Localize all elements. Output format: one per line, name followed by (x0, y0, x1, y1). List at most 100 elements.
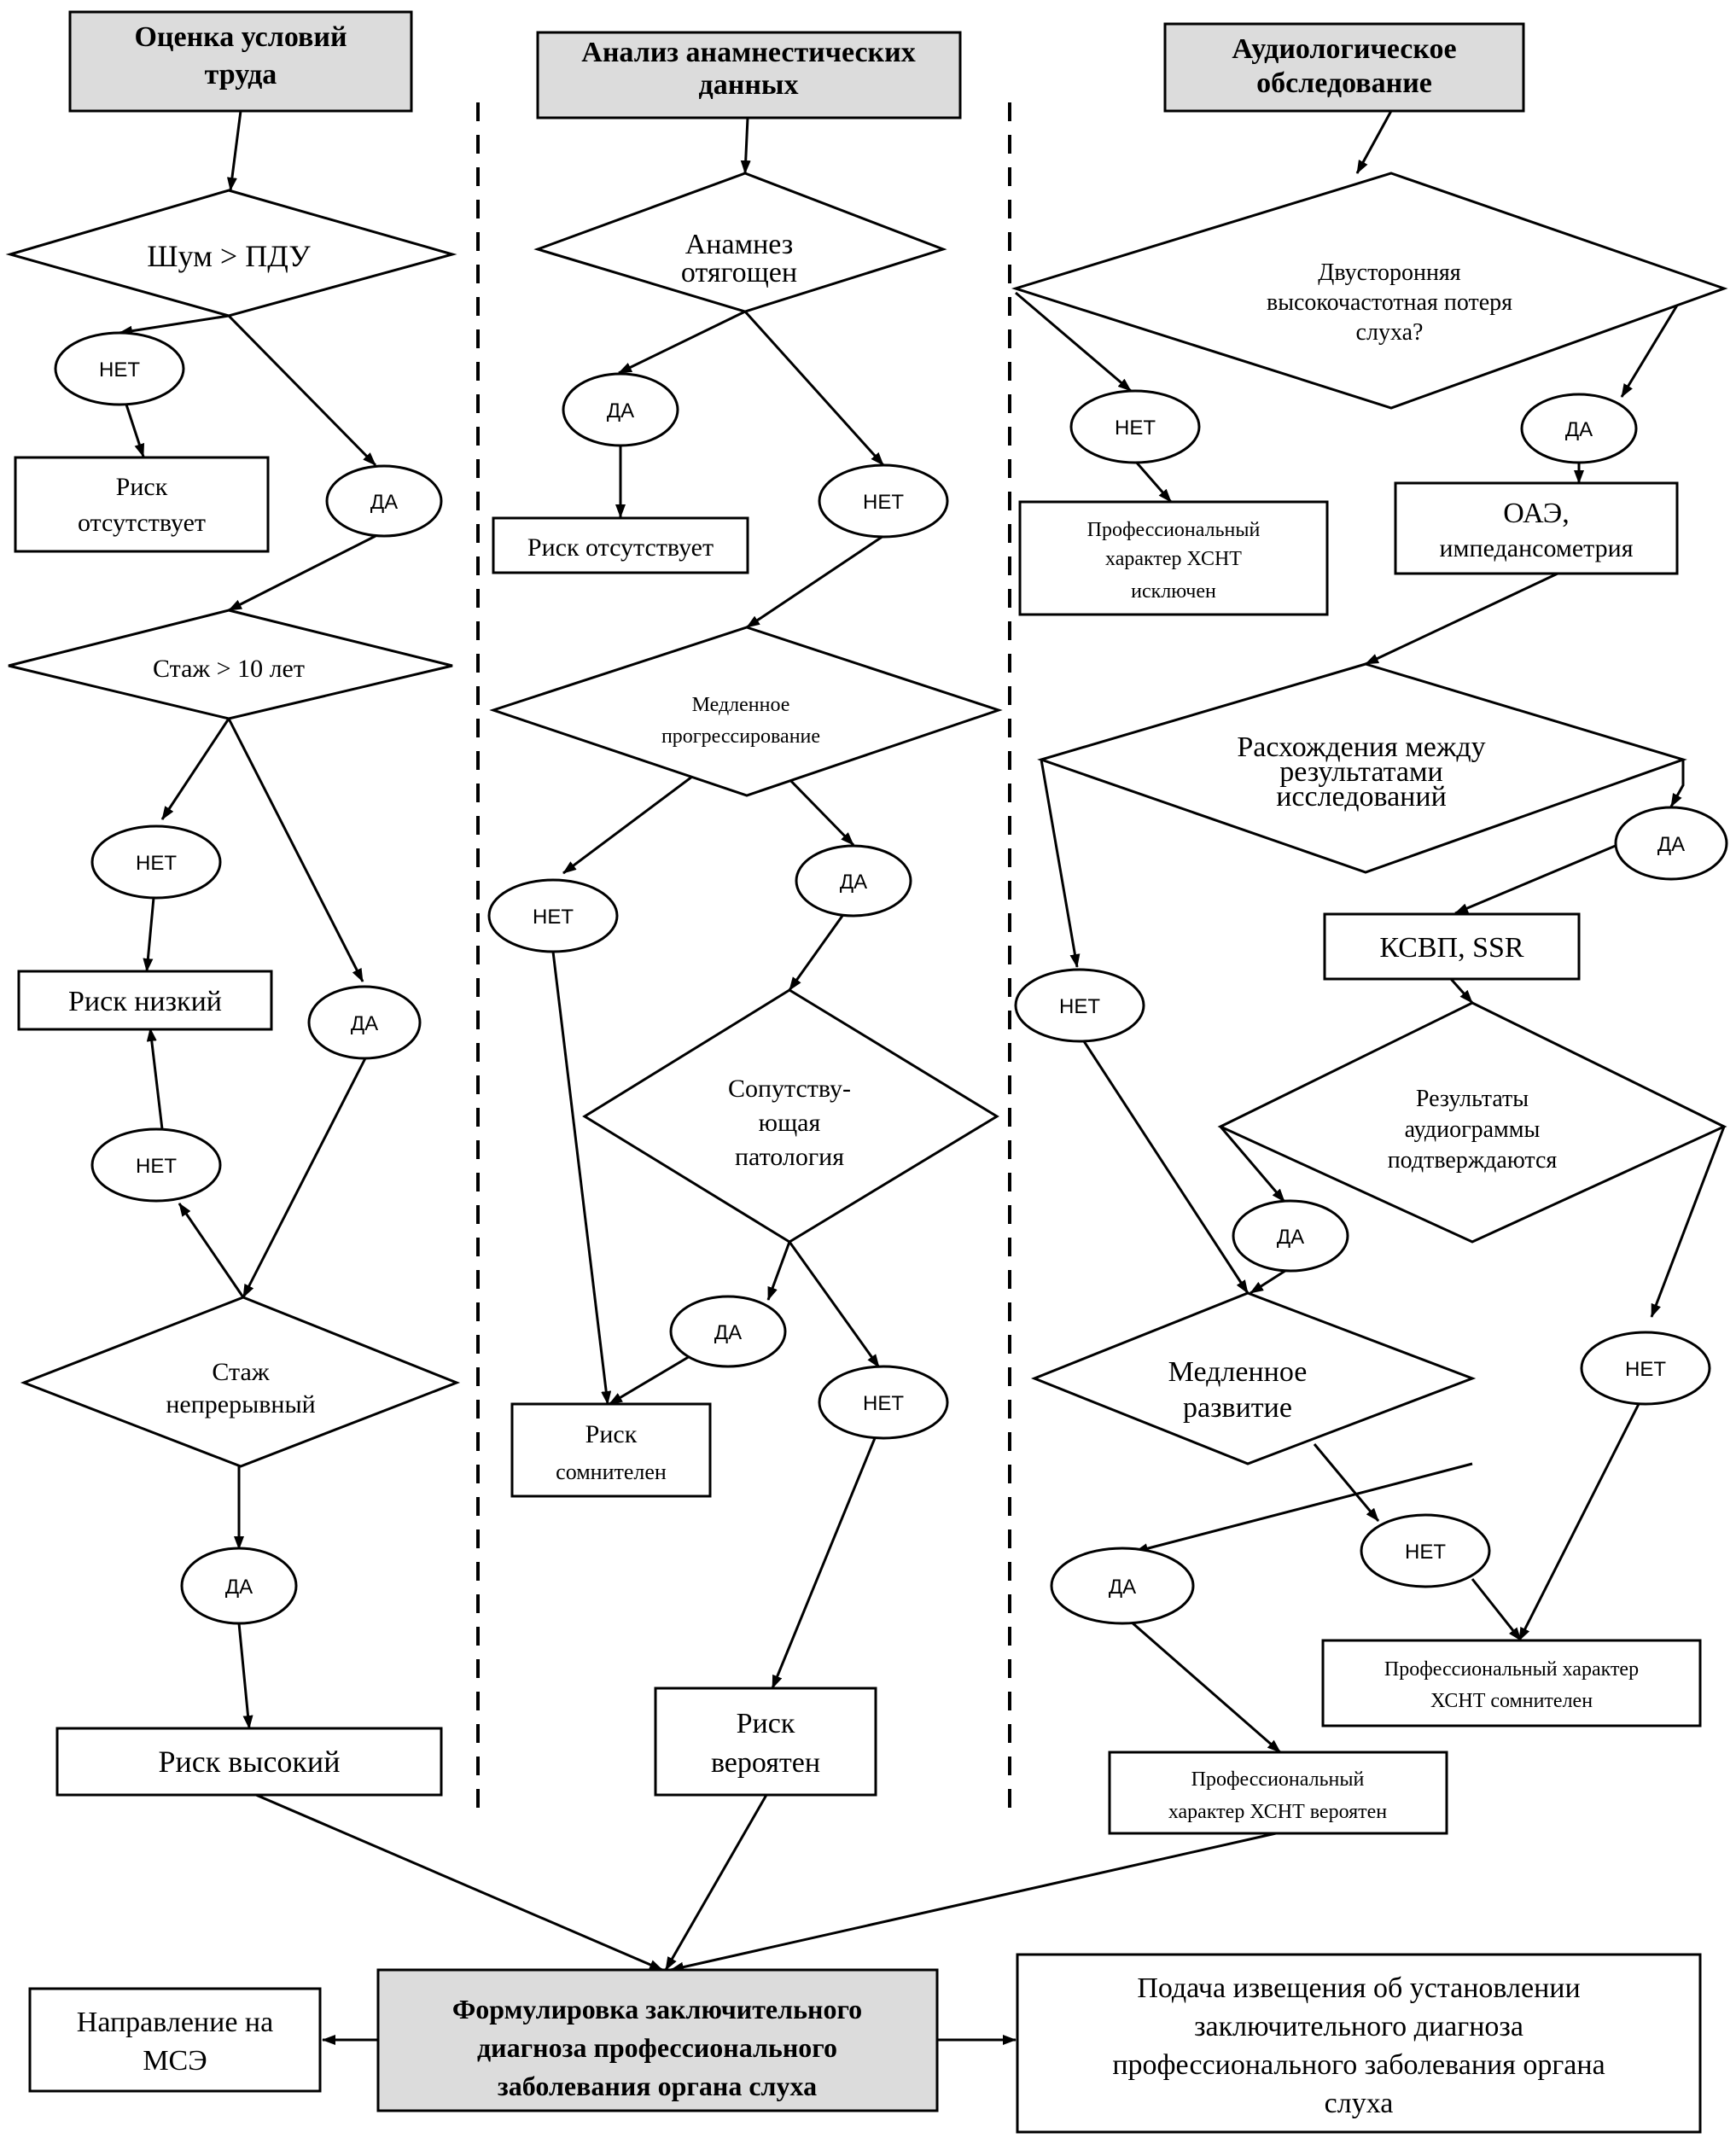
edge-no-to-prof-excluded (1133, 460, 1173, 503)
edge-no-to-risk-absent (125, 404, 145, 457)
decision-comorbidity: Сопутству- ющая патология (582, 988, 999, 1244)
edge-anamnesis-to-anam (740, 117, 751, 174)
edge-anam-to-yes (618, 310, 746, 375)
answer-no: НЕТ (1014, 968, 1145, 1043)
edge-slowdev-to-no (1313, 1443, 1380, 1522)
decision-slow-progression-line-1: Медленное (692, 694, 790, 716)
outcome-risk-probable-line-2: вероятен (711, 1747, 820, 1779)
edge-no-to-prof-doubtful-2 (1471, 1578, 1523, 1641)
answer-yes: ДА (1232, 1199, 1349, 1273)
decision-audiogram-confirmed: Результаты аудиограммы подтверждаются (1217, 1001, 1727, 1244)
edge-comorb-to-yes (766, 1241, 791, 1301)
outcome-risk-absent: Риск отсутствует (492, 516, 749, 574)
answer-no-text: НЕТ (863, 491, 904, 514)
edge-bilat-to-no (1015, 291, 1132, 393)
notification-line-3: профессионального заболевания органа (1112, 2049, 1605, 2081)
answer-yes: ДА (1520, 393, 1638, 464)
outcome-prof-probable: Профессиональный характер ХСНТ вероятен (1108, 1751, 1448, 1835)
edge-contin-to-no (178, 1203, 245, 1298)
answer-yes: ДА (795, 844, 912, 918)
outcome-risk-high-text: Риск высокий (159, 1745, 341, 1779)
header-work-conditions: Оценка условий труда (68, 10, 413, 113)
answer-no-text: НЕТ (136, 852, 177, 875)
answer-yes-text: ДА (1277, 1226, 1304, 1249)
edge-exp10-to-yes (227, 718, 364, 982)
outcome-risk-low-text: Риск низкий (68, 986, 222, 1017)
header-anamnesis: Анализ анамнестических данных (536, 31, 962, 119)
edge-audconf-to-no (1650, 1126, 1726, 1318)
outcome-risk-absent-line-2: отсутствует (78, 509, 206, 537)
edge-no-to-risk-low-up (146, 1028, 164, 1130)
answer-yes: ДА (325, 464, 443, 538)
decision-experience-10: Стаж > 10 лет (8, 609, 453, 720)
decision-slow-development-line-2: развитие (1183, 1392, 1292, 1424)
notification-submission: Подача извещения об установлении заключи… (1016, 1953, 1702, 2134)
edge-ksvp-to-audconf (1449, 978, 1474, 1004)
answer-yes-text: ДА (1657, 833, 1685, 856)
answer-yes: ДА (307, 985, 422, 1060)
edge-no-to-prof-doubtful (1518, 1403, 1640, 1641)
outcome-prof-excluded-line-1: Профессиональный (1087, 519, 1261, 541)
edge-comorb-to-no (788, 1241, 881, 1368)
answer-no-text: НЕТ (1059, 995, 1100, 1018)
decision-bilateral-loss-line-3: слуха? (1356, 319, 1424, 346)
step-ksvp-ssr: КСВП, SSR (1323, 912, 1581, 981)
decision-anamnesis: Анамнез отягощен (533, 172, 947, 313)
edge-risk-probable-to-final (664, 1794, 768, 1971)
outcome-risk-probable-line-1: Риск (737, 1708, 795, 1739)
decision-discrepancy: Расхождения между результатами исследова… (1037, 662, 1687, 874)
step-oae-impedancemetry: ОАЭ, импедансометрия (1394, 481, 1679, 575)
flow-edges (119, 110, 1726, 2045)
edge-exp10-to-no (160, 718, 230, 820)
answer-no-text: НЕТ (99, 358, 140, 382)
outcome-risk-doubtful: Риск сомнителен (510, 1402, 712, 1498)
answer-yes-text: ДА (351, 1012, 378, 1035)
flow-nodes: Оценка условий труда Анализ анамнестичес… (5, 10, 1728, 2134)
header-work-line-1: Оценка условий (134, 21, 347, 53)
notification-line-4: слуха (1325, 2088, 1394, 2119)
edge-yes-to-risk-doubtful (609, 1351, 696, 1406)
answer-yes-text: ДА (370, 491, 398, 514)
decision-bilateral-loss: Двусторонняя высокочастотная потеря слух… (1011, 172, 1728, 410)
edge-no-to-slowprog (746, 534, 884, 629)
outcome-prof-doubtful-line-1: Профессиональный характер (1384, 1658, 1639, 1681)
edge-noise-to-yes (227, 314, 377, 467)
edge-noise-to-no (119, 314, 230, 336)
edge-anam-to-no (743, 310, 885, 467)
header-anamnesis-line-1: Анализ анамнестических (581, 37, 915, 68)
header-anamnesis-line-2: данных (699, 69, 799, 101)
edge-risk-high-to-final (255, 1793, 663, 1972)
outcome-prof-probable-line-1: Профессиональный (1191, 1768, 1365, 1791)
referral-mse: Направление на МСЭ (28, 1987, 322, 2093)
edge-yes-to-ksvp (1454, 843, 1618, 915)
edge-yes-to-prof-probable (1130, 1620, 1281, 1754)
edge-work-to-noise (226, 110, 242, 191)
edge-prof-probable-to-final (670, 1832, 1277, 1972)
outcome-prof-doubtful-line-2: ХСНТ сомнителен (1430, 1690, 1593, 1712)
answer-yes-text: ДА (714, 1321, 742, 1344)
header-audio-line-1: Аудиологическое (1232, 33, 1456, 65)
edge-no-to-slowdev (1082, 1040, 1250, 1294)
decision-slow-development: Медленное развитие (1030, 1291, 1477, 1465)
answer-no-text: НЕТ (1625, 1358, 1666, 1381)
outcome-risk-absent-line-1: Риск (116, 473, 168, 501)
answer-no: НЕТ (90, 824, 222, 900)
decision-anamnesis-line-1: Анамнез (685, 229, 794, 260)
edge-audio-to-bilat (1355, 110, 1393, 174)
header-work-line-2: труда (205, 59, 277, 90)
decision-noise-text: Шум > ПДУ (147, 239, 311, 273)
answer-yes: ДА (180, 1547, 298, 1625)
answer-yes: ДА (562, 372, 679, 447)
outcome-prof-probable-line-2: характер ХСНТ вероятен (1168, 1801, 1387, 1823)
decision-slow-progression: Медленное прогрессирование (489, 626, 1003, 797)
outcome-risk-high: Риск высокий (55, 1727, 443, 1797)
outcome-risk-absent-text: Риск отсутствует (527, 533, 714, 562)
answer-no-text: НЕТ (863, 1392, 904, 1415)
step-oae-line-2: импедансометрия (1439, 534, 1633, 562)
answer-no: НЕТ (1360, 1513, 1491, 1588)
decision-bilateral-loss-line-2: высокочастотная потеря (1267, 289, 1512, 316)
outcome-risk-doubtful-line-1: Риск (585, 1420, 638, 1448)
answer-yes-text: ДА (1109, 1576, 1136, 1599)
outcome-risk-low: Риск низкий (17, 970, 273, 1031)
answer-no: НЕТ (818, 1365, 949, 1440)
